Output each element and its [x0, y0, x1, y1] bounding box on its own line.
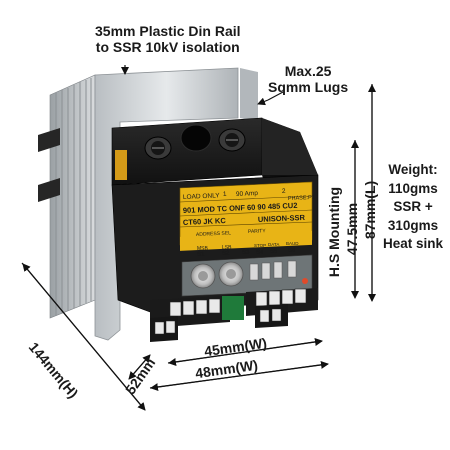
dim-87-label: 87mm(L): [362, 180, 379, 240]
lugs-callout: Max.25 Sqmm Lugs: [268, 63, 348, 95]
switch-window: [181, 254, 313, 297]
lugs-line2: Sqmm Lugs: [268, 79, 349, 95]
side-sticker: [115, 150, 127, 180]
weight-callout: Weight: 110gms SSR + 310gms Heat sink: [383, 161, 443, 254]
weight-line5: Heat sink: [383, 236, 444, 251]
dimension-lines: [21, 65, 376, 411]
label-s3: S3: [242, 250, 250, 256]
lugs-pointer: [267, 91, 284, 101]
din-rail-line1: 35mm Plastic Din Rail: [95, 23, 241, 39]
heatsink-fins: [49, 74, 96, 319]
label-ct: CT60 JK KC: [183, 216, 227, 227]
label-stop: STOP: [254, 243, 266, 248]
label-s4: S4: [256, 250, 264, 256]
weight-line4: 310gms: [387, 217, 439, 233]
label-s5: S5: [270, 249, 278, 255]
power-terminals: [144, 124, 246, 160]
label-load-only: LOAD ONLY: [183, 192, 221, 201]
label-s1: S1: [197, 252, 205, 258]
product-label: LOAD ONLY 1 90 Amp 2 PHASE:P1 901 MOD TC…: [179, 181, 315, 246]
label-amp: 90 Amp: [236, 190, 259, 198]
label-parity: PARITY: [248, 228, 267, 235]
control-terminals: [150, 288, 318, 342]
weight-line3: SSR +: [393, 199, 433, 214]
label-phase: PHASE:P1: [288, 195, 315, 202]
label-baud: BAUD: [286, 241, 299, 246]
label-msb: MSB: [197, 246, 209, 252]
weight-line2: 110gms: [388, 180, 438, 196]
switch-labels: MSB LSB STOP DATA BAUD S1 S2 S3 S4 S5 S6: [180, 230, 312, 258]
dim-475-label: 47.5mm: [344, 202, 361, 256]
label-term-1: 1: [223, 191, 227, 198]
weight-line1: Weight:: [388, 162, 438, 177]
hs-mounting-label: H.S Mounting: [326, 186, 343, 278]
label-brand: UNISON-SSR: [258, 213, 306, 224]
status-led: [302, 278, 308, 284]
label-address-sel: ADDRESS SEL: [196, 230, 231, 238]
label-data: DATA: [268, 242, 279, 247]
label-term-2: 2: [282, 188, 286, 195]
dip-switches: [249, 260, 297, 281]
label-lsb: LSB: [222, 245, 232, 251]
label-s2: S2: [222, 251, 230, 257]
lugs-line1: Max.25: [284, 63, 332, 79]
din-rail-line2: to SSR 10kV isolation: [95, 39, 240, 55]
label-s6: S6: [288, 248, 296, 254]
din-rail-clip: [38, 128, 60, 202]
din-rail-callout: 35mm Plastic Din Rail to SSR 10kV isolat…: [95, 23, 241, 55]
